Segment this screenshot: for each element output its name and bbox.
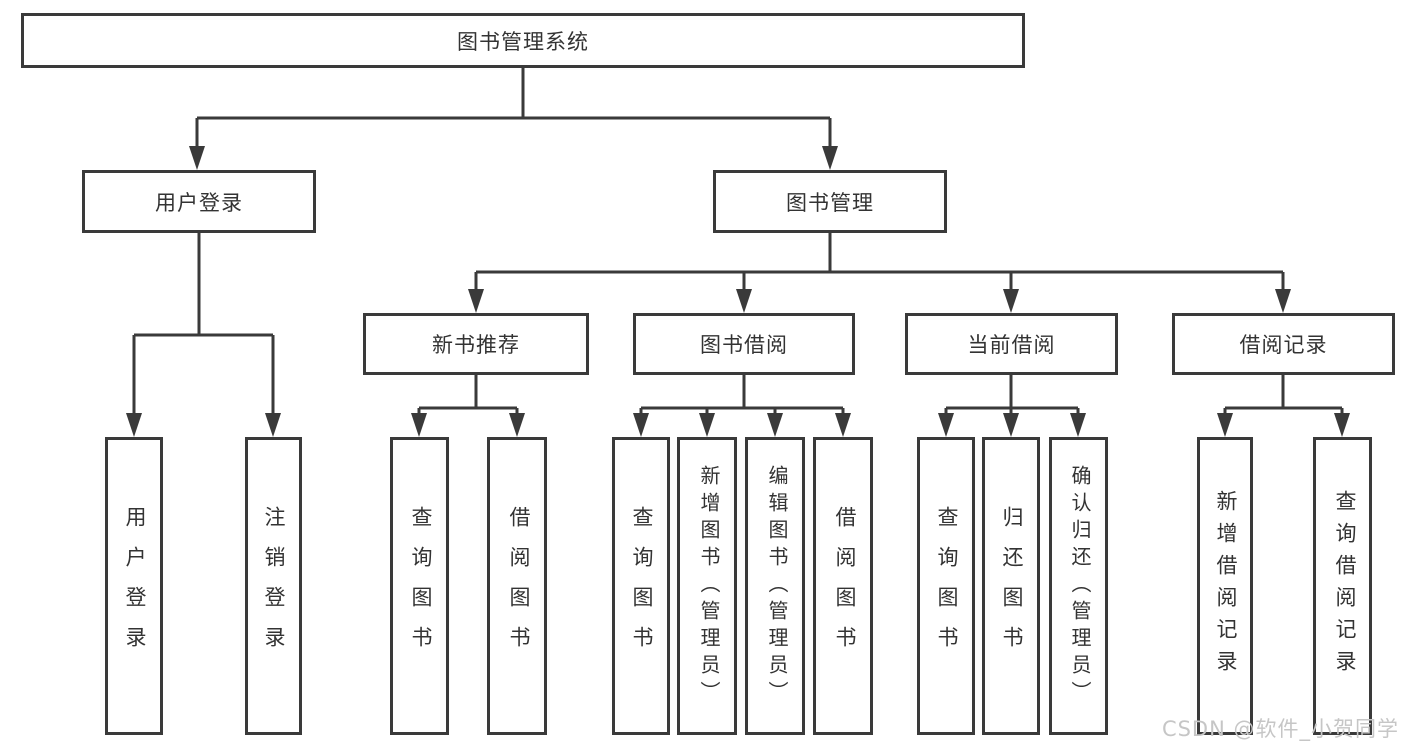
node-root: 图书管理系统 bbox=[21, 13, 1025, 68]
connector-book-borrow-to-leaves bbox=[639, 375, 845, 415]
connector-current-borrow-to-leaves bbox=[944, 375, 1080, 415]
leaf-add-borrow-record: 新增借阅记录 bbox=[1197, 437, 1253, 735]
leaf-logout-login: 注销登录 bbox=[245, 437, 302, 735]
node-user-login: 用户登录 bbox=[82, 170, 316, 233]
csdn-watermark: CSDN @软件_小贺同学 bbox=[1161, 717, 1399, 741]
connector-new-book-recommend-to-leaves bbox=[417, 375, 519, 415]
leaf-confirm-return-admin: 确认归还（管理员） bbox=[1049, 437, 1108, 735]
leaf-return-books: 归还图书 bbox=[982, 437, 1040, 735]
node-current-borrow: 当前借阅 bbox=[905, 313, 1118, 375]
leaf-query-borrow-record: 查询借阅记录 bbox=[1313, 437, 1372, 735]
node-book-management: 图书管理 bbox=[713, 170, 947, 233]
leaf-query-books-1: 查询图书 bbox=[390, 437, 449, 735]
leaf-borrow-books-1: 借阅图书 bbox=[487, 437, 547, 735]
leaf-query-books-3: 查询图书 bbox=[917, 437, 975, 735]
node-borrow-records: 借阅记录 bbox=[1172, 313, 1395, 375]
leaf-query-books-2: 查询图书 bbox=[612, 437, 670, 735]
connector-borrow-records-to-leaves bbox=[1223, 375, 1344, 415]
connector-user-login-to-leaves bbox=[132, 233, 275, 415]
leaf-edit-books-admin: 编辑图书（管理员） bbox=[745, 437, 805, 735]
connector-book-management-to-level3 bbox=[474, 233, 1285, 291]
connector-root-to-level2 bbox=[195, 68, 832, 148]
node-book-borrow: 图书借阅 bbox=[633, 313, 855, 375]
node-new-book-recommend: 新书推荐 bbox=[363, 313, 589, 375]
leaf-add-books-admin: 新增图书（管理员） bbox=[677, 437, 737, 735]
leaf-user-login: 用户登录 bbox=[105, 437, 163, 735]
leaf-borrow-books-2: 借阅图书 bbox=[813, 437, 873, 735]
